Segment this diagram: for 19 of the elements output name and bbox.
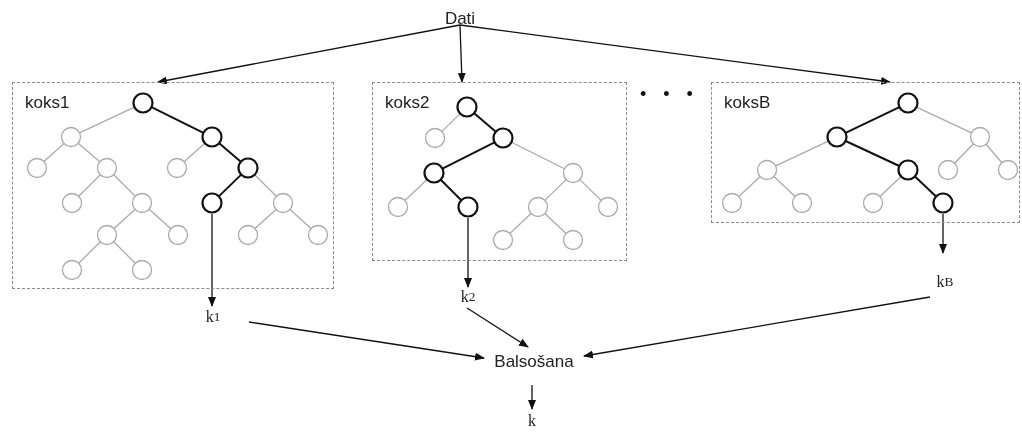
arrow — [157, 24, 461, 85]
node-label: Dati — [435, 8, 485, 30]
arrow — [464, 217, 472, 288]
arrow — [583, 296, 931, 359]
node-label: Balsošana — [486, 350, 582, 374]
arrow — [248, 321, 485, 361]
ellipsis-mark: • • • — [640, 84, 699, 105]
arrow — [457, 24, 466, 83]
tree-label: koksB — [724, 93, 771, 113]
result-label: k — [524, 410, 540, 432]
tree-box — [372, 82, 627, 261]
arrow — [208, 213, 216, 307]
tree-label: koks2 — [385, 93, 430, 113]
arrow — [459, 24, 891, 85]
arrow — [528, 384, 536, 410]
tree-label: koks1 — [25, 93, 70, 113]
tree-box — [711, 82, 1020, 223]
arrow — [466, 307, 529, 348]
arrow — [939, 213, 947, 254]
